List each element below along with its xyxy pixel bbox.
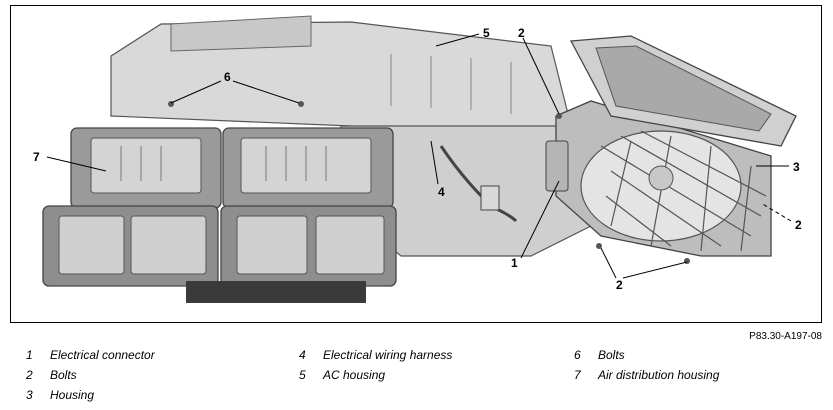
air-distribution-housing-shape [42, 127, 397, 287]
blower-inlet-opening [595, 45, 772, 132]
blower-grille [600, 130, 767, 252]
callout-1: 1 [511, 256, 518, 270]
callout-7: 7 [33, 150, 40, 164]
ac-housing-ribs [390, 54, 512, 114]
electrical-connector-shape [545, 140, 569, 192]
blower-hub [648, 165, 674, 191]
bolt-2b [596, 243, 602, 249]
bolt-2c [684, 258, 690, 264]
callout-4: 4 [438, 185, 445, 199]
callout-2-top: 2 [518, 26, 525, 40]
leader-lines [46, 33, 792, 279]
bolt-6b [298, 101, 304, 107]
figure-reference: P83.30-A197-08 [749, 331, 822, 342]
bottom-tray-shape [186, 281, 366, 303]
callout-2-bottom: 2 [616, 278, 623, 292]
callout-5: 5 [483, 26, 490, 40]
bolt-2a [556, 113, 562, 119]
diagram-frame: 5 2 6 7 3 4 2 1 2 [10, 5, 822, 323]
hvac-unit-illustration [42, 15, 797, 303]
callout-6: 6 [224, 70, 231, 84]
callout-3: 3 [793, 160, 800, 174]
ac-housing-top [170, 15, 312, 52]
callout-2-right: 2 [795, 218, 802, 232]
